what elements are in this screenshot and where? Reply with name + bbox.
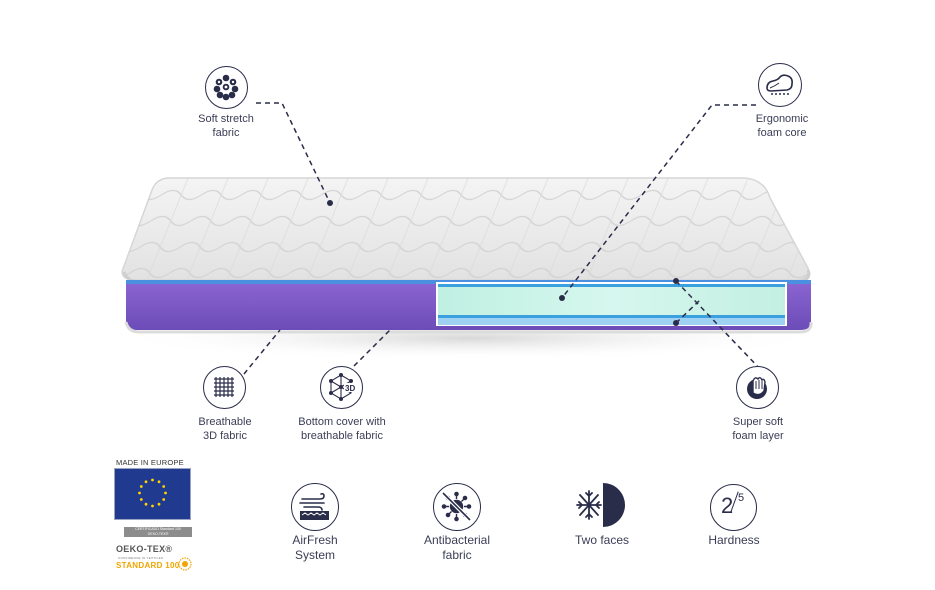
airfresh-icon <box>291 483 339 531</box>
two-faces-label: Two faces <box>574 533 630 547</box>
mesh-fabric-icon <box>203 366 246 409</box>
oeko-tex-cert-bar: CERTIFICADO Standard 100 OEKO-TEX® <box>124 527 192 539</box>
oeko-tex-subtitle: CONFIDENCE IN TEXTILES <box>118 556 164 560</box>
stretch-fabric-icon <box>205 66 248 109</box>
3d-mesh-icon: 3D <box>320 366 363 409</box>
hardness-label: Hardness <box>708 533 760 547</box>
hardness-icon: 2 5 <box>710 484 757 531</box>
bottom-cover-label: Bottom cover with breathable fabric <box>298 416 386 442</box>
eu-flag <box>114 468 191 520</box>
two-faces-icon <box>575 481 627 529</box>
soft-touch-hand-icon <box>736 366 779 409</box>
made-in-europe-text: MADE IN EUROPE <box>116 458 184 467</box>
breathable-3d-fabric-label: Breathable 3D fabric <box>198 416 252 442</box>
3d-text: 3D <box>345 384 355 393</box>
oeko-tex-badge-icon <box>178 557 192 571</box>
antibacterial-label: Antibacterial fabric <box>423 533 491 562</box>
ergonomic-pillow-icon <box>758 63 802 107</box>
antibacterial-icon <box>433 483 481 531</box>
soft-stretch-fabric-label: Soft stretch fabric <box>198 113 254 139</box>
oeko-tex-standard: STANDARD 100 <box>116 561 180 570</box>
ergonomic-foam-core-label: Ergonomic foam core <box>755 113 809 139</box>
hardness-scale: 5 <box>738 492 745 504</box>
hardness-value: 2 <box>721 493 734 518</box>
super-soft-foam-label: Super soft foam layer <box>732 416 784 442</box>
oeko-tex-name: OEKO-TEX® <box>116 544 173 554</box>
airfresh-label: AirFresh System <box>292 533 338 562</box>
